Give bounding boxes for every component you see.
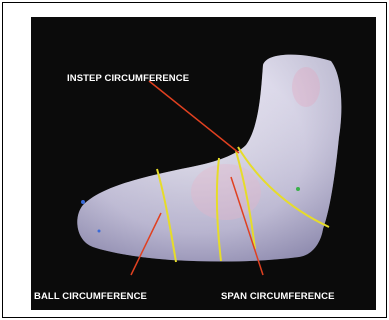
marker-dot xyxy=(98,230,101,233)
span-circumference-label: SPAN CIRCUMFERENCE xyxy=(221,291,335,302)
marker-dot xyxy=(296,187,300,191)
image-frame: INSTEP CIRCUMFERENCE BALL CIRCUMFERENCE … xyxy=(2,2,387,318)
foot-diagram: INSTEP CIRCUMFERENCE BALL CIRCUMFERENCE … xyxy=(31,17,376,310)
foot-illustration xyxy=(31,17,376,310)
skin-tint xyxy=(292,67,320,107)
skin-tint xyxy=(191,164,261,220)
ball-circumference-label: BALL CIRCUMFERENCE xyxy=(34,291,147,302)
marker-dot xyxy=(81,200,85,204)
instep-circumference-label: INSTEP CIRCUMFERENCE xyxy=(67,73,189,84)
instep-pointer-line xyxy=(149,81,239,153)
